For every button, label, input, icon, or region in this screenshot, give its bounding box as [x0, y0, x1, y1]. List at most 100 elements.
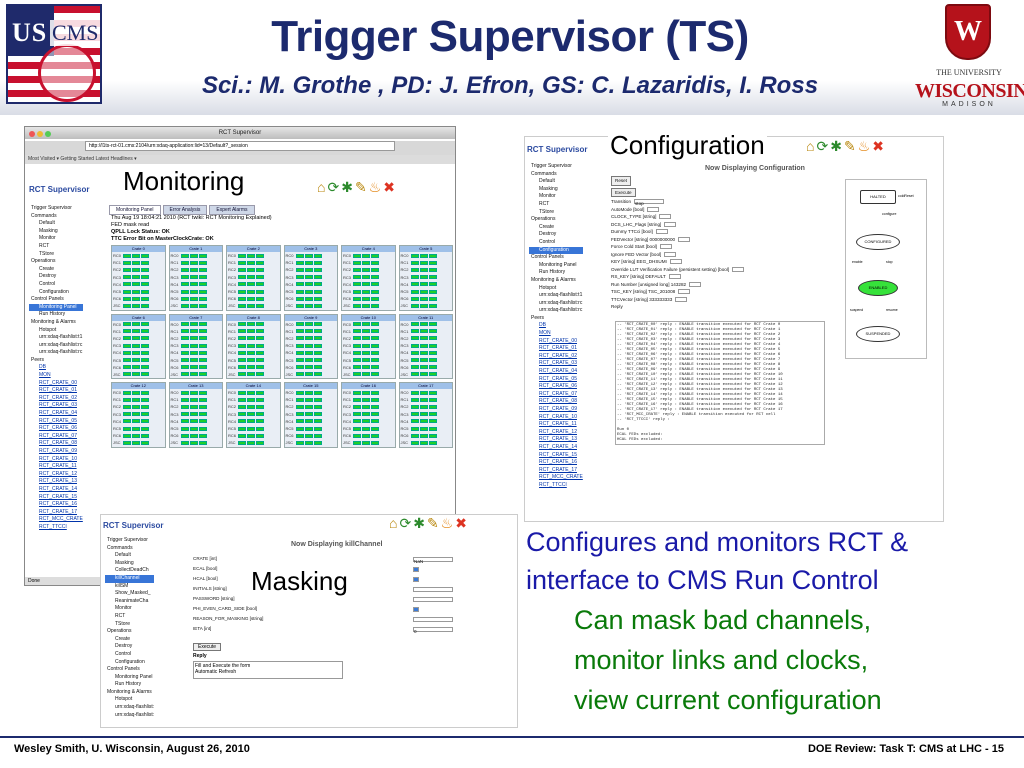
field-input[interactable]: NaN [413, 557, 453, 564]
field-input[interactable] [678, 289, 691, 295]
tree-item[interactable]: Masking [39, 227, 58, 234]
tree-item[interactable]: Hotspot [539, 284, 557, 291]
tree-item[interactable]: Control Panels [531, 254, 564, 261]
tree-item[interactable]: Monitoring & Alarms [107, 688, 152, 695]
tree-item[interactable]: Run History [115, 681, 142, 688]
tab-1[interactable]: Error Analysis [162, 205, 208, 215]
tree-item[interactable]: Masking [539, 185, 558, 192]
crate-name[interactable]: Crate 11 [399, 314, 452, 321]
field-input[interactable] [664, 221, 677, 227]
close-icon[interactable]: ✖ [872, 138, 886, 154]
field-input[interactable] [413, 617, 453, 622]
tree-item[interactable]: Create [539, 223, 555, 230]
tree-item[interactable]: Control Panels [31, 296, 64, 303]
tree-item[interactable]: RCT_CRATE_10 [39, 455, 77, 462]
tree-item[interactable]: ReanimateCha [115, 597, 149, 604]
fire-icon[interactable]: ♨ [368, 179, 384, 195]
tree-item[interactable]: Default [39, 220, 55, 227]
tree-item[interactable]: urn:xdaq-flashlist:t1 [539, 292, 583, 299]
crate-name[interactable]: Crate 0 [112, 246, 165, 252]
tree-item[interactable]: Hotspot [39, 326, 57, 333]
tree-item[interactable]: Monitoring Panel [115, 673, 153, 680]
tree-item[interactable]: RCT_CRATE_12 [39, 470, 77, 477]
tree-item[interactable]: DB [39, 364, 46, 371]
cfg-button[interactable]: Execute [611, 187, 636, 197]
tree-item[interactable]: RCT_CRATE_11 [539, 421, 577, 428]
tree-item[interactable]: Monitor [539, 193, 556, 200]
tree-item[interactable]: RCT_CRATE_03 [39, 402, 77, 409]
tree-item[interactable]: Monitoring & Alarms [31, 318, 76, 325]
tree-item[interactable]: Operations [531, 216, 556, 223]
tree-item[interactable]: RCT_CRATE_15 [39, 493, 77, 500]
tree-item[interactable]: Trigger Supervisor [531, 163, 572, 169]
tree-item[interactable]: RCT_MCC_CRATE [539, 474, 583, 481]
field-input[interactable] [675, 296, 688, 302]
tree-item[interactable]: Control [115, 650, 132, 657]
tree-item[interactable]: Control [539, 238, 556, 245]
tree-item[interactable]: Commands [531, 170, 557, 177]
tree-item[interactable]: Create [39, 265, 55, 272]
tree-item[interactable]: Default [115, 552, 131, 559]
field-input[interactable] [659, 244, 672, 250]
tree-item[interactable]: RCT_CRATE_17 [539, 466, 577, 473]
crate-name[interactable]: Crate 4 [342, 246, 395, 252]
home-icon[interactable]: ⌂ [389, 515, 400, 531]
tree-item[interactable]: RCT [115, 612, 126, 619]
tree-item[interactable]: Destroy [39, 273, 57, 280]
field-input[interactable] [413, 577, 419, 582]
edit-icon[interactable]: ✎ [354, 179, 369, 195]
refresh-icon[interactable]: ⟳ [399, 515, 414, 531]
tools-icon[interactable]: ✱ [341, 179, 355, 195]
tree-item[interactable]: urn:xdaq-flashlist: [115, 711, 155, 718]
tree-item[interactable]: RCT_CRATE_04 [39, 410, 77, 417]
tree-item[interactable]: Destroy [539, 231, 557, 238]
refresh-icon[interactable]: ⟳ [327, 179, 342, 195]
tree-item[interactable]: RCT_CRATE_04 [539, 368, 577, 375]
tree-item[interactable]: TStore [115, 620, 131, 627]
tree-item[interactable]: RCT_CRATE_12 [539, 428, 577, 435]
field-input[interactable] [678, 236, 691, 242]
tree-item[interactable]: Run History [39, 311, 66, 318]
tools-icon[interactable]: ✱ [413, 515, 427, 531]
tree-item[interactable]: Peers [31, 356, 45, 363]
tree-item[interactable]: CollectDeadCh [115, 567, 149, 574]
tree-item[interactable]: RCT_CRATE_16 [39, 501, 77, 508]
crate-name[interactable]: Crate 12 [112, 383, 165, 389]
edit-icon[interactable]: ✎ [426, 515, 441, 531]
tree-item[interactable]: Show_Masked_ [115, 590, 151, 597]
tree-item[interactable]: Monitor [115, 605, 132, 612]
tree-item[interactable]: Masking [115, 559, 134, 566]
crate-name[interactable]: Crate 1 [169, 246, 222, 252]
close-icon[interactable]: ✖ [455, 515, 469, 531]
field-input[interactable] [655, 229, 668, 235]
tree-item[interactable]: RCT_CRATE_08 [539, 398, 577, 405]
tree-item[interactable]: RCT_CRATE_09 [539, 406, 577, 412]
tree-item[interactable]: DB [539, 322, 546, 329]
tree-item[interactable]: urn:xdaq-flashlist:rc [539, 299, 583, 306]
tree-item[interactable]: RCT_TTCCI [539, 481, 567, 488]
tree-item[interactable]: RCT_CRATE_05 [39, 417, 77, 424]
field-input[interactable] [669, 259, 682, 265]
crate-name[interactable]: Crate 3 [284, 246, 337, 252]
tree-item[interactable]: urn:xdaq-flashlist:rc [539, 307, 583, 314]
crate-name[interactable]: Crate 6 [112, 314, 165, 321]
tree-item[interactable]: Control [39, 280, 56, 287]
tree-item[interactable]: killSM [115, 582, 129, 589]
transition-select[interactable]: stop [634, 199, 664, 206]
tree-item[interactable]: RCT_CRATE_07 [539, 390, 577, 397]
crate-name[interactable]: Crate 8 [227, 314, 280, 321]
tab-2[interactable]: Expert Alarms [209, 205, 255, 215]
crate-name[interactable]: Crate 14 [227, 383, 280, 389]
tree-item[interactable]: urn:xdaq-flashlist:rc [39, 349, 83, 356]
tree-item[interactable]: RCT_CRATE_00 [539, 337, 577, 344]
field-input[interactable] [647, 206, 660, 212]
field-input[interactable] [413, 567, 419, 572]
field-input[interactable] [413, 607, 419, 612]
tree-item[interactable]: RCT_CRATE_01 [39, 387, 77, 394]
tools-icon[interactable]: ✱ [830, 138, 844, 154]
tree-item[interactable]: RCT_TTCCI [39, 523, 67, 530]
tree-item[interactable]: RCT_CRATE_11 [39, 463, 77, 470]
tree-item[interactable]: Hotspot [115, 696, 133, 703]
tree-item[interactable]: Operations [31, 258, 56, 265]
tree-item[interactable]: RCT_CRATE_02 [539, 352, 577, 359]
